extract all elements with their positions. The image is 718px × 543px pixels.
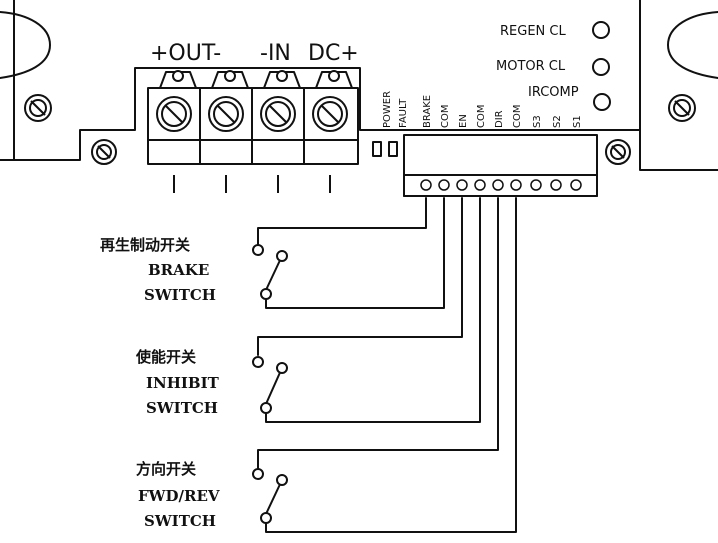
terminal-hole-in-minus (276, 70, 288, 82)
signal-screw-s3 (530, 179, 542, 191)
motor-cl-pot (592, 58, 610, 76)
inhibit-wire-2 (265, 197, 481, 423)
inhibit-switch-en2-label: SWITCH (146, 399, 218, 417)
brake-switch-contact-top (252, 244, 264, 256)
fwd-rev-wire-2 (265, 197, 517, 533)
signal-screw-en (456, 179, 468, 191)
terminal-label-com-1: COM (440, 105, 451, 128)
terminal-label-com-2: COM (476, 105, 487, 128)
ircomp-label: IRCOMP (528, 85, 579, 100)
inhibit-wire-1 (257, 197, 463, 356)
signal-screw-brake (420, 179, 432, 191)
regen-cl-pot (592, 21, 610, 39)
inhibit-switch-contact-bottom (260, 402, 272, 414)
power-led (372, 141, 382, 157)
terminal-label-en: EN (458, 114, 469, 128)
terminal-label-dir: DIR (494, 110, 505, 128)
terminal-label-com-3: COM (512, 105, 523, 128)
brake-switch-en1-label: BRAKE (148, 261, 209, 279)
regen-cl-label: REGEN CL (500, 24, 566, 39)
mounting-slot-right (667, 11, 718, 79)
fwd-rev-switch-contact-bottom (260, 512, 272, 524)
inhibit-switch-en1-label: INHIBIT (146, 374, 220, 392)
brake-switch-lever (265, 255, 283, 291)
fwd-rev-switch-lever (265, 479, 283, 515)
dc-label: DC+ (308, 41, 359, 66)
fwd-rev-switch-en1-label: FWD/REV (138, 487, 220, 505)
brake-switch-contact-bottom (260, 288, 272, 300)
ircomp-pot (593, 93, 611, 111)
mounting-slot-left (0, 11, 51, 79)
inhibit-switch-contact-top (252, 356, 264, 368)
signal-screw-com-3 (510, 179, 522, 191)
brake-switch-cn-label: 再生制动开关 (100, 236, 190, 254)
terminal-label-brake: BRAKE (422, 95, 433, 128)
out-label: +OUT- (150, 41, 221, 66)
fwd-rev-wire-1 (257, 197, 499, 471)
fwd-rev-switch-en2-label: SWITCH (144, 512, 216, 530)
inhibit-switch-lever (265, 367, 283, 405)
inhibit-switch-cn-label: 使能开关 (135, 348, 196, 366)
signal-screw-com-2 (474, 179, 486, 191)
terminal-hole-out-plus (172, 70, 184, 82)
terminal-label-s2: S2 (552, 115, 563, 128)
inhibit-switch-contact-mid (276, 362, 288, 374)
housing-outline (13, 0, 641, 161)
brake-wire-2 (265, 197, 445, 309)
fwd-rev-switch-cn-label: 方向开关 (136, 460, 196, 478)
signal-screw-com-1 (438, 179, 450, 191)
fault-led-label: FAULT (398, 98, 409, 128)
motor-cl-label: MOTOR CL (496, 59, 566, 74)
terminal-hole-out-minus (224, 70, 236, 82)
signal-screw-s2 (550, 179, 562, 191)
power-led-label: POWER (382, 91, 393, 128)
brake-switch-contact-mid (276, 250, 288, 262)
brake-switch-en2-label: SWITCH (144, 286, 216, 304)
fwd-rev-switch-contact-mid (276, 474, 288, 486)
terminal-label-s3: S3 (532, 115, 543, 128)
housing-right-edge (639, 129, 718, 171)
terminal-label-s1: S1 (572, 115, 583, 128)
fault-led (388, 141, 398, 157)
signal-screw-dir (492, 179, 504, 191)
fwd-rev-switch-contact-top (252, 468, 264, 480)
terminal-hole-dc-plus (328, 70, 340, 82)
signal-terminal-block (403, 134, 598, 176)
brake-wire-1 (257, 197, 427, 246)
in-label: -IN (260, 41, 291, 66)
signal-screw-s1 (570, 179, 582, 191)
